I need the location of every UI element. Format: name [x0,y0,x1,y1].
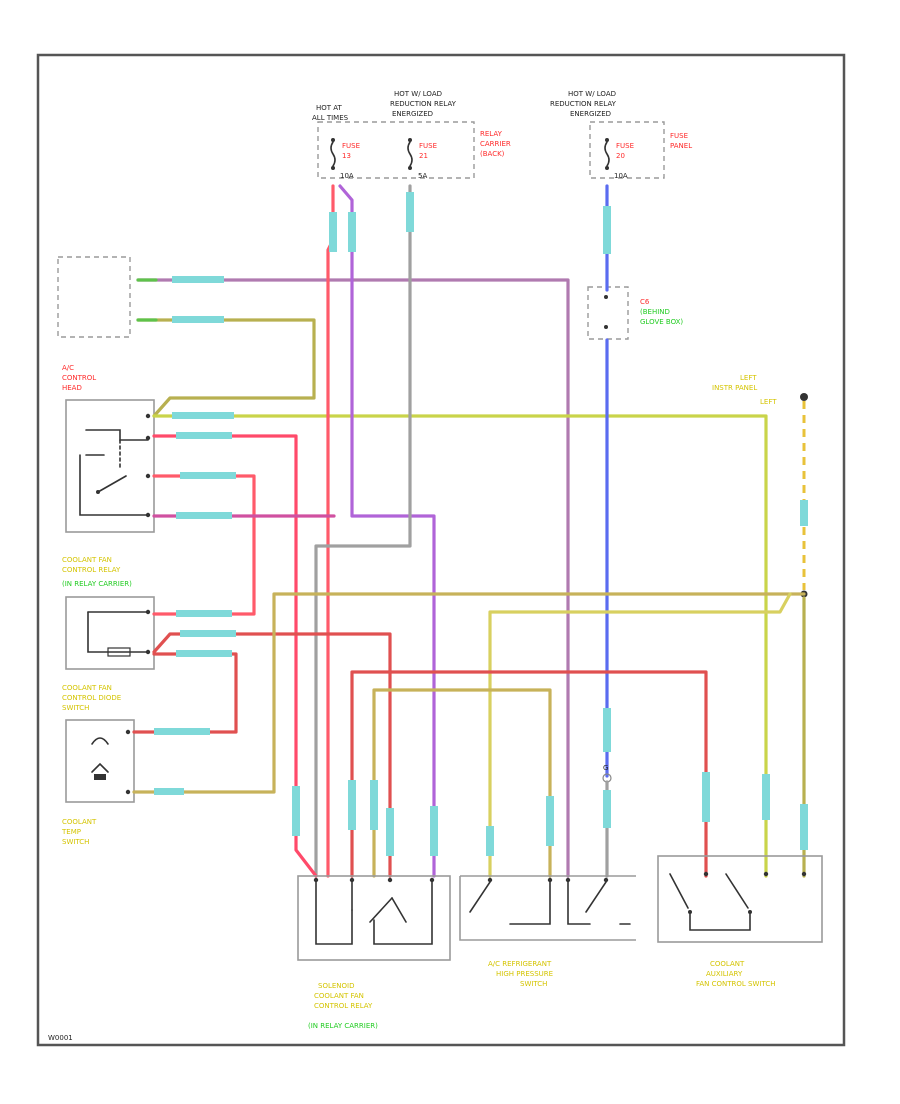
cf-diode-label-1: COOLANT FAN [62,684,112,692]
hot-label-2-line3: ENERGIZED [392,110,433,118]
cf-relay-loc: (IN RELAY CARRIER) [62,580,132,588]
fuse-13-rating: 10A [340,172,354,180]
cf-diode-label-3: SWITCH [62,704,89,712]
fuse-21-label: FUSE [419,142,437,150]
wire-olive-ac [136,318,316,418]
hot-label-3-line2: REDUCTION RELAY [550,100,617,108]
fuse-13-icon [330,138,336,170]
hot-label-1-line2: ALL TIMES [312,114,349,122]
cf-relay-label-2: CONTROL RELAY [62,566,121,574]
wire-olive-pressure [372,688,552,878]
wire-yellow-mid [488,592,792,878]
fuse-21-number: 21 [419,152,428,160]
relay-carrier-label-1: RELAY [480,130,503,138]
wire-violet-fuse13 [338,184,436,878]
wire-red-fuse13 [326,184,335,878]
fuse-box-relay-carrier [317,121,475,179]
ground-point-top [800,393,808,401]
c6-label-2: (BEHIND [640,308,670,316]
fuse-21-rating: 5A [418,172,427,180]
left-ip-label-1: LEFT [740,374,757,382]
hot-label-3-line1: HOT W/ LOAD [568,90,616,98]
bottom-relay-1-loc: (IN RELAY CARRIER) [308,1022,378,1030]
ac-head-switch-icon [79,413,151,518]
fuse-20-icon [604,138,610,170]
fuse-20-number: 20 [616,152,625,160]
bottom-relay-1-label-2: COOLANT FAN [314,992,364,1000]
bottom-relay-3 [657,855,823,943]
temp-switch-label-1: COOLANT [62,818,97,826]
cf-relay-coil-icon [87,609,151,657]
fuse-group: HOT AT ALL TIMES HOT W/ LOAD REDUCTION R… [312,90,692,180]
cf-relay-box [65,596,155,670]
ac-control-head-box [65,399,155,533]
bottom-relay-2-label-2: HIGH PRESSURE [496,970,553,978]
c6-connector-box [587,286,629,340]
bottom-relay-3-label-2: AUXILIARY [706,970,743,978]
bottom-relay-3-label-3: FAN CONTROL SWITCH [696,980,776,988]
temp-switch-label-3: SWITCH [62,838,89,846]
dashed-component-top-left [57,256,131,338]
fuse-13-label: FUSE [342,142,360,150]
relay-carrier-label-2: CARRIER [480,140,511,148]
wire-yellowgreen-right [152,414,768,878]
footer-code: W0001 [48,1034,73,1042]
c6-pin-bottom [604,325,608,329]
fuse-20-label: FUSE [616,142,634,150]
c6-label-3: GLOVE BOX) [640,318,683,326]
relay-carrier-label-3: (BACK) [480,150,505,158]
bottom-relay-1-label-3: CONTROL RELAY [314,1002,373,1010]
ac-head-label-3: HEAD [62,384,82,392]
c6-label-1: C6 [640,298,650,306]
ac-head-label-2: CONTROL [62,374,96,382]
wire-red-temp [132,652,238,734]
temp-switch-icon [91,729,131,795]
bottom-relay-2-label-3: SWITCH [520,980,547,988]
wire-red-ac3 [152,474,256,616]
bottom-relay-1-label-1: SOLENOID [318,982,354,990]
fuse-20-rating: 10A [614,172,628,180]
wire-olive-temp [132,592,806,794]
c6-pin-top [604,295,608,299]
fuse-panel-label-1: FUSE [670,132,688,140]
bottom-relay-2 [459,875,636,941]
hot-label-3-line3: ENERGIZED [570,110,611,118]
bottom-relay-1 [297,875,451,961]
fuse-panel-label-2: PANEL [670,142,692,150]
fuse-21-icon [407,138,413,170]
ground-wire-tag [800,500,808,526]
bottom-relay-2-label-1: A/C REFRIGERANT [488,960,552,968]
fuse-box-panel [589,121,665,179]
wire-red-across [350,670,708,878]
bottom-relay-3-label-1: COOLANT [710,960,745,968]
wire-gray-fuse21 [314,184,412,878]
temp-switch-label-2: TEMP [61,828,81,836]
hot-label-2-line1: HOT W/ LOAD [394,90,442,98]
left-ip-note: LEFT [760,398,777,406]
hot-label-1-line1: HOT AT [316,104,343,112]
cf-relay-label-1: COOLANT FAN [62,556,112,564]
wire-red-relay [152,632,392,878]
cf-diode-label-2: CONTROL DIODE [62,694,121,702]
diagram-frame [36,53,846,1047]
wire-violet-top [136,278,570,878]
ac-head-label-1: A/C [62,364,74,372]
left-ip-label-2: INSTR PANEL [712,384,757,392]
ground-g-mark: G [603,764,608,772]
wires [132,184,808,878]
coolant-temp-switch-box [65,719,135,803]
hot-label-2-line2: REDUCTION RELAY [390,100,457,108]
fuse-13-number: 13 [342,152,351,160]
